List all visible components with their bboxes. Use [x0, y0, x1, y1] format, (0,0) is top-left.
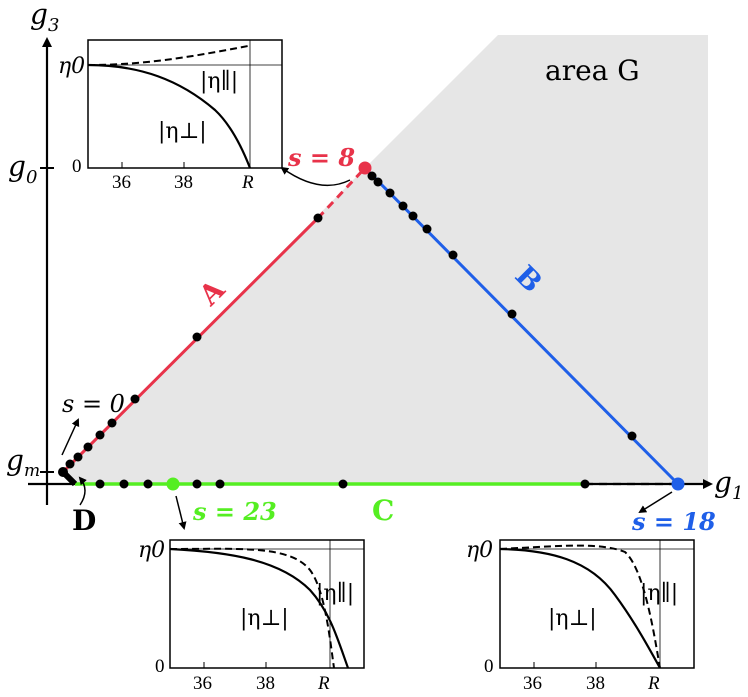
segment-a-line	[61, 216, 320, 474]
point	[65, 459, 75, 469]
point	[338, 479, 348, 489]
svg-text:|η∥|: |η∥|	[200, 69, 238, 94]
s23-label: s = 23	[192, 497, 277, 526]
svg-text:0: 0	[72, 156, 82, 177]
point-s23	[166, 477, 180, 491]
point	[385, 188, 395, 198]
svg-text:36: 36	[193, 673, 212, 694]
segment-c-label: C	[372, 494, 394, 527]
point	[95, 430, 105, 440]
point	[119, 479, 129, 489]
points-c	[95, 479, 590, 489]
svg-text:38: 38	[256, 673, 275, 694]
point	[422, 224, 432, 234]
svg-text:R: R	[317, 673, 330, 694]
point	[130, 394, 140, 404]
inset-bottom-left: 36 38 R η0 0 |η⊥| |η∥|	[138, 538, 365, 694]
svg-text:|η∥|: |η∥|	[316, 581, 354, 606]
svg-text:|η⊥|: |η⊥|	[548, 606, 597, 631]
inset-top-par-curve	[87, 45, 249, 66]
point	[408, 211, 418, 221]
svg-text:|η∥|: |η∥|	[640, 581, 678, 606]
s8-label: s = 8	[287, 143, 355, 172]
point-s8	[358, 161, 372, 175]
points-a	[58, 213, 323, 477]
svg-text:η0: η0	[466, 538, 493, 563]
point	[192, 479, 202, 489]
point	[313, 213, 323, 223]
triangle-shading	[63, 168, 678, 484]
tick-g0-label: g0	[8, 150, 37, 188]
s8-arrow	[280, 166, 351, 187]
svg-text:36: 36	[523, 673, 542, 694]
svg-text:|η⊥|: |η⊥|	[240, 606, 289, 631]
point	[83, 442, 93, 452]
point	[448, 250, 458, 260]
svg-text:38: 38	[586, 673, 605, 694]
segment-a-label: A	[192, 272, 232, 312]
inset-bl-perp-curve	[169, 547, 350, 669]
point	[580, 479, 590, 489]
s18-label: s = 18	[631, 507, 716, 536]
point	[373, 177, 383, 187]
svg-text:R: R	[647, 673, 660, 694]
svg-text:η0: η0	[138, 538, 165, 563]
point	[627, 431, 637, 441]
inset-top-perp-curve	[87, 63, 252, 169]
segment-b-line	[363, 166, 680, 486]
point	[192, 332, 202, 342]
svg-text:|η⊥|: |η⊥|	[158, 119, 207, 144]
point	[143, 479, 153, 489]
d-arrow	[78, 476, 87, 506]
y-axis-label: g3	[30, 0, 59, 36]
area-g-label: area G	[545, 54, 640, 87]
svg-text:38: 38	[174, 172, 193, 193]
inset-bl-par-curve	[169, 547, 335, 669]
s0-arrow	[61, 418, 80, 456]
inset-br-par-curve	[499, 544, 661, 669]
inset-top: 36 38 R η0 0 |η⊥| |η∥|	[58, 39, 283, 193]
tick-gm-label: gm	[6, 444, 40, 481]
svg-text:R: R	[241, 172, 254, 193]
point	[367, 171, 377, 181]
point	[73, 452, 83, 462]
svg-text:0: 0	[484, 656, 494, 677]
x-axis-label: g1	[714, 466, 743, 504]
point	[58, 467, 68, 477]
segment-a-dashed	[316, 166, 367, 220]
svg-text:36: 36	[112, 172, 131, 193]
point	[215, 479, 225, 489]
segment-d-label: D	[72, 504, 96, 537]
point	[398, 201, 408, 211]
points-b	[367, 171, 637, 441]
svg-text:0: 0	[155, 656, 165, 677]
s18-arrow	[638, 491, 673, 514]
point	[95, 479, 105, 489]
inset-bottom-right: 36 38 R η0 0 |η⊥| |η∥|	[466, 538, 695, 694]
s0-label: s = 0	[62, 390, 125, 418]
point-s18	[671, 477, 685, 491]
svg-text:η0: η0	[58, 54, 85, 79]
inset-br-perp-curve	[499, 547, 661, 669]
s23-arrow	[175, 495, 187, 530]
point	[107, 418, 117, 428]
point	[507, 309, 517, 319]
area-g-shading	[365, 35, 708, 484]
